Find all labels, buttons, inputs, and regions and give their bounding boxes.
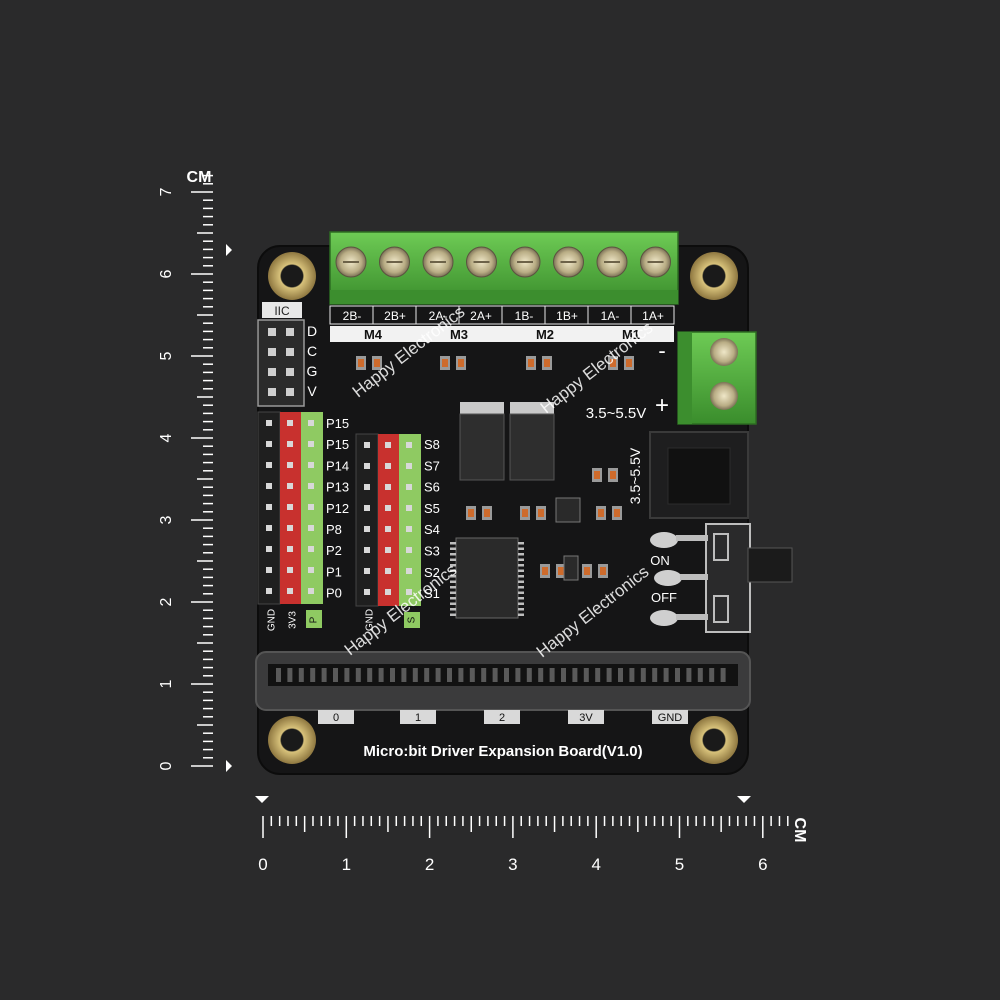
edge-pin-label: 0 — [333, 712, 339, 724]
vertical-tick-label: 1 — [158, 679, 175, 688]
motor-terminal-label: 1B- — [515, 309, 534, 323]
mounting-hole-bottom-left — [268, 716, 316, 764]
gpio-column-label: 3V3 — [288, 611, 299, 629]
vertical-tick-label: 2 — [158, 597, 175, 606]
motor-group-label: M1 — [622, 327, 640, 342]
power-plus-label: + — [655, 392, 669, 419]
horizontal-tick-label: 6 — [758, 855, 767, 874]
power-terminal: - + 3.5~5.5V — [586, 331, 757, 425]
ruler-marker-right — [737, 796, 751, 803]
horizontal-tick-label: 1 — [342, 855, 351, 874]
switch-off-label: OFF — [651, 590, 677, 605]
motor-terminal-label: 1A- — [601, 309, 620, 323]
iic-pin-label: G — [307, 363, 318, 379]
power-switch[interactable]: ON OFF — [650, 523, 793, 633]
motor-group-label: M4 — [364, 327, 383, 342]
ruler-unit-vertical: CM — [187, 169, 212, 186]
controller-chip — [450, 537, 524, 619]
gpio-pin-label: P14 — [326, 458, 349, 473]
expansion-board: 2B- 2B+ 2A- 2A+ 1B- 1B+ 1A- 1A+ M4 M3 M2 M1 - + 3.… — [255, 231, 793, 775]
edge-connector: 0 1 2 3V GND — [255, 651, 751, 724]
gpio-column-label: GND — [267, 609, 278, 631]
power-screw-bottom — [710, 382, 738, 410]
dc-jack: 3.5~5.5V — [627, 431, 749, 519]
gpio-pin-label: P15 — [326, 416, 349, 431]
power-voltage-label: 3.5~5.5V — [586, 405, 646, 422]
ruler-marker-bottom — [226, 760, 232, 772]
motor-terminal-label: 2A+ — [470, 309, 492, 323]
motor-terminal-label: 2B- — [343, 309, 362, 323]
servo-pin-label: S8 — [424, 437, 440, 452]
horizontal-tick-label: 0 — [258, 855, 267, 874]
motor-terminal-block — [329, 231, 679, 305]
horizontal-tick-label: 4 — [591, 855, 600, 874]
mounting-hole-top-right — [690, 252, 738, 300]
servo-pin-label: S6 — [424, 480, 440, 495]
vertical-tick-label: 7 — [158, 187, 175, 196]
servo-pin-label: S7 — [424, 458, 440, 473]
mounting-hole-bottom-right — [690, 716, 738, 764]
ruler-marker-left — [255, 796, 269, 803]
gpio-pin-label: P2 — [326, 543, 342, 558]
motor-terminal-label: 1A+ — [642, 309, 664, 323]
servo-column-label: S — [407, 616, 418, 623]
vertical-tick-label: 6 — [158, 269, 175, 278]
servo-pin-label: S4 — [424, 522, 440, 537]
gpio-pin-label: P8 — [326, 522, 342, 537]
board-title: Micro:bit Driver Expansion Board(V1.0) — [363, 743, 642, 760]
edge-pin-label: 3V — [579, 712, 593, 724]
vertical-tick-label: 0 — [158, 761, 175, 770]
ruler-marker-top — [226, 244, 232, 256]
edge-pin-label: GND — [658, 712, 683, 724]
dc-jack-voltage-label: 3.5~5.5V — [627, 447, 643, 504]
servo-column-label: GND — [365, 609, 376, 631]
motor-label-strip: 2B- 2B+ 2A- 2A+ 1B- 1B+ 1A- 1A+ M4 M3 M2 M1 — [329, 305, 675, 342]
switch-on-label: ON — [650, 553, 670, 568]
gpio-pin-label: P0 — [326, 586, 342, 601]
mounting-hole-top-left — [268, 252, 316, 300]
power-minus-label: - — [658, 338, 665, 363]
power-screw-top — [710, 338, 738, 366]
gpio-pin-label: P13 — [326, 480, 349, 495]
horizontal-tick-label: 2 — [425, 855, 434, 874]
iic-label: IIC — [274, 304, 290, 318]
edge-pin-label: 1 — [415, 712, 421, 724]
vertical-tick-label: 4 — [158, 433, 175, 442]
iic-pin-label: D — [307, 323, 317, 339]
vertical-ruler: CM 0 1 2 3 4 5 6 7 — [158, 169, 232, 772]
motor-driver-chips — [459, 402, 555, 481]
ruler-unit-horizontal: CM — [791, 818, 808, 843]
gpio-column-label: P — [309, 616, 320, 623]
servo-pin-label: S2 — [424, 565, 440, 580]
servo-pin-label: S1 — [424, 586, 440, 601]
gpio-pin-label: P12 — [326, 501, 349, 516]
horizontal-ruler: 0 1 2 3 4 5 6 CM — [255, 796, 808, 874]
vertical-tick-label: 5 — [158, 351, 175, 360]
motor-group-label: M3 — [450, 327, 468, 342]
servo-pin-label: S3 — [424, 544, 440, 559]
edge-pin-label: 2 — [499, 712, 505, 724]
iic-pin-label: V — [307, 383, 317, 399]
gpio-pin-label: P15 — [326, 437, 349, 452]
iic-pin-label: C — [307, 343, 317, 359]
smd-components — [356, 356, 634, 581]
motor-terminal-label: 2A- — [429, 309, 448, 323]
motor-group-label: M2 — [536, 327, 554, 342]
motor-terminal-label: 2B+ — [384, 309, 406, 323]
horizontal-tick-label: 5 — [675, 855, 684, 874]
gpio-pin-label: P1 — [326, 564, 342, 579]
vertical-tick-label: 3 — [158, 515, 175, 524]
servo-pin-label: S5 — [424, 501, 440, 516]
motor-terminal-label: 1B+ — [556, 309, 578, 323]
horizontal-tick-label: 3 — [508, 855, 517, 874]
